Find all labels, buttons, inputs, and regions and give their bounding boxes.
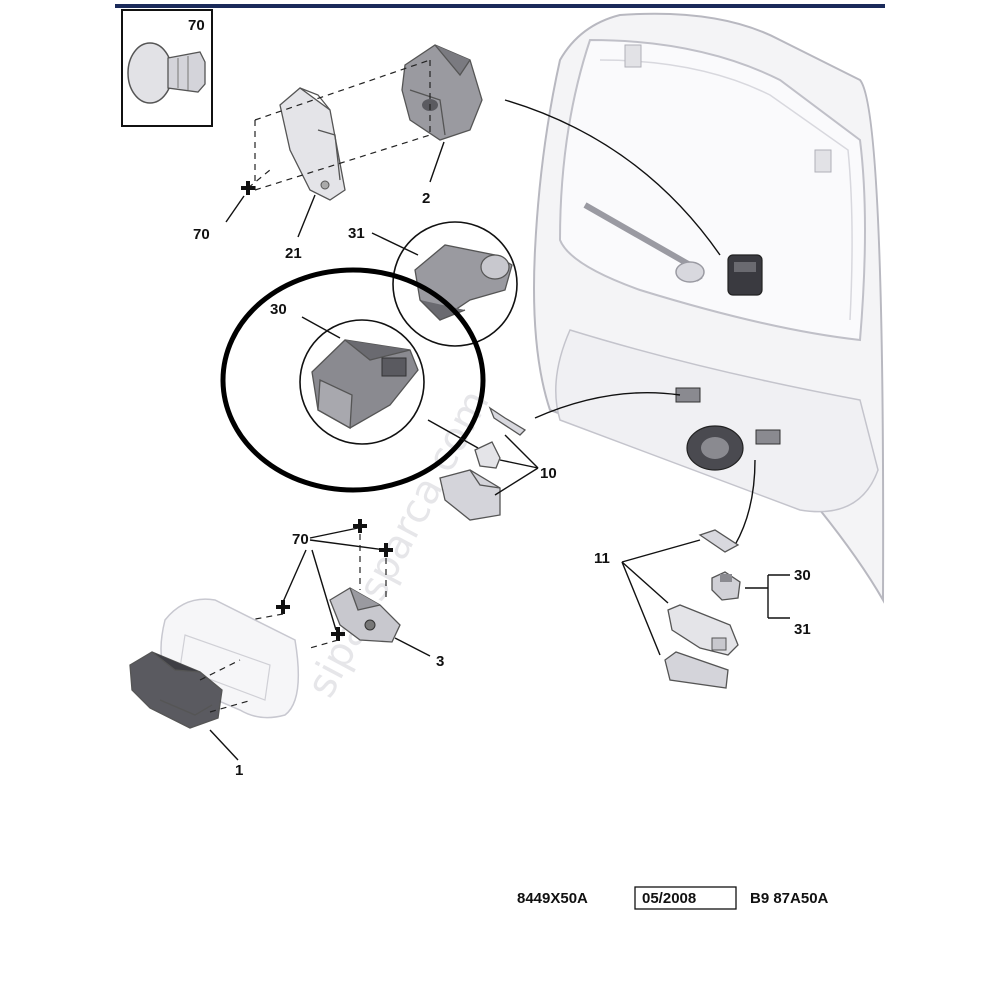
callout-11: 11 xyxy=(594,550,610,567)
wiper-motor xyxy=(675,261,705,283)
leader-magnifier-to-switch xyxy=(427,419,479,449)
hinge-left xyxy=(624,44,642,68)
leader-70-mid-b xyxy=(309,539,386,551)
leader-10-c xyxy=(494,467,539,496)
bracket-3 xyxy=(329,587,401,643)
dashed-line-70-left xyxy=(247,169,271,189)
fastener-marker-left xyxy=(241,181,255,195)
handle-10 xyxy=(439,469,501,521)
callout-31-right: 31 xyxy=(794,621,811,638)
connector-upper xyxy=(504,99,721,256)
callout-30-right: 30 xyxy=(794,567,811,584)
tailgate xyxy=(533,12,885,604)
lock-2 xyxy=(401,44,483,141)
switch-on-tailgate xyxy=(675,387,781,445)
rear-window xyxy=(558,38,866,342)
magnifier-31 xyxy=(392,221,518,347)
fastener-marker-mid-2 xyxy=(379,543,393,557)
window-inner-frame xyxy=(599,59,853,321)
leader-70-mid-c xyxy=(282,549,307,603)
leader-10-a xyxy=(504,434,539,469)
switch-10 xyxy=(474,441,501,469)
seal-10 xyxy=(488,406,527,436)
callout-3: 3 xyxy=(436,653,444,670)
leader-11-c xyxy=(621,561,661,656)
highlight-ring xyxy=(220,267,486,493)
hinge-right xyxy=(814,149,832,173)
dashed-lines-70-mid xyxy=(249,534,387,649)
leader-70-mid-a xyxy=(309,527,359,539)
switch-30-31 xyxy=(711,571,741,601)
fastener-marker-mid-1 xyxy=(353,519,367,533)
handle-mount-11 xyxy=(667,604,739,656)
leader-30-circle xyxy=(301,316,341,339)
footer-date-box xyxy=(634,886,737,910)
bracket-leader-30-31 xyxy=(745,574,790,619)
leader-21 xyxy=(297,194,316,238)
callout-70-left: 70 xyxy=(193,226,210,243)
callout-2: 2 xyxy=(422,190,430,207)
footer-ref-code: 8449X50A xyxy=(517,890,588,907)
callout-30-circle: 30 xyxy=(270,301,287,318)
screw-70-box: 70 xyxy=(121,9,213,127)
handle-motor-on-tailgate xyxy=(686,425,744,471)
bracket-21 xyxy=(279,87,346,201)
tailgate-lower-panel xyxy=(555,329,879,513)
leader-11-a xyxy=(621,539,701,563)
callout-10: 10 xyxy=(540,465,557,482)
fastener-marker-mid-4 xyxy=(331,627,345,641)
connector-middle xyxy=(534,391,681,419)
connector-lower xyxy=(734,459,756,546)
magnifier-30 xyxy=(299,319,425,445)
leader-1 xyxy=(209,729,239,761)
leader-11-b xyxy=(621,561,669,604)
leader-3 xyxy=(394,637,431,657)
screw-icon xyxy=(127,42,206,104)
callout-70-box: 70 xyxy=(188,17,205,34)
glass-latch-on-tailgate xyxy=(727,254,763,296)
fastener-marker-mid-3 xyxy=(276,600,290,614)
leader-70-mid-d xyxy=(311,549,337,631)
callout-70-mid: 70 xyxy=(292,531,309,548)
handle-bar-11 xyxy=(664,651,729,689)
leader-10-b xyxy=(499,459,539,469)
callout-31-top: 31 xyxy=(348,225,365,242)
callout-21: 21 xyxy=(285,245,302,262)
dashed-alignment-21-2 xyxy=(254,59,431,191)
footer-date: 05/2008 xyxy=(642,890,696,907)
latch-1 xyxy=(129,651,223,729)
callout-1: 1 xyxy=(235,762,243,779)
footer-page-code: B9 87A50A xyxy=(750,890,829,907)
dashed-lines-1 xyxy=(199,659,253,713)
leader-31-top xyxy=(371,232,419,256)
leader-2 xyxy=(429,141,445,183)
leader-70-left xyxy=(225,195,245,223)
seal-11 xyxy=(698,529,740,553)
